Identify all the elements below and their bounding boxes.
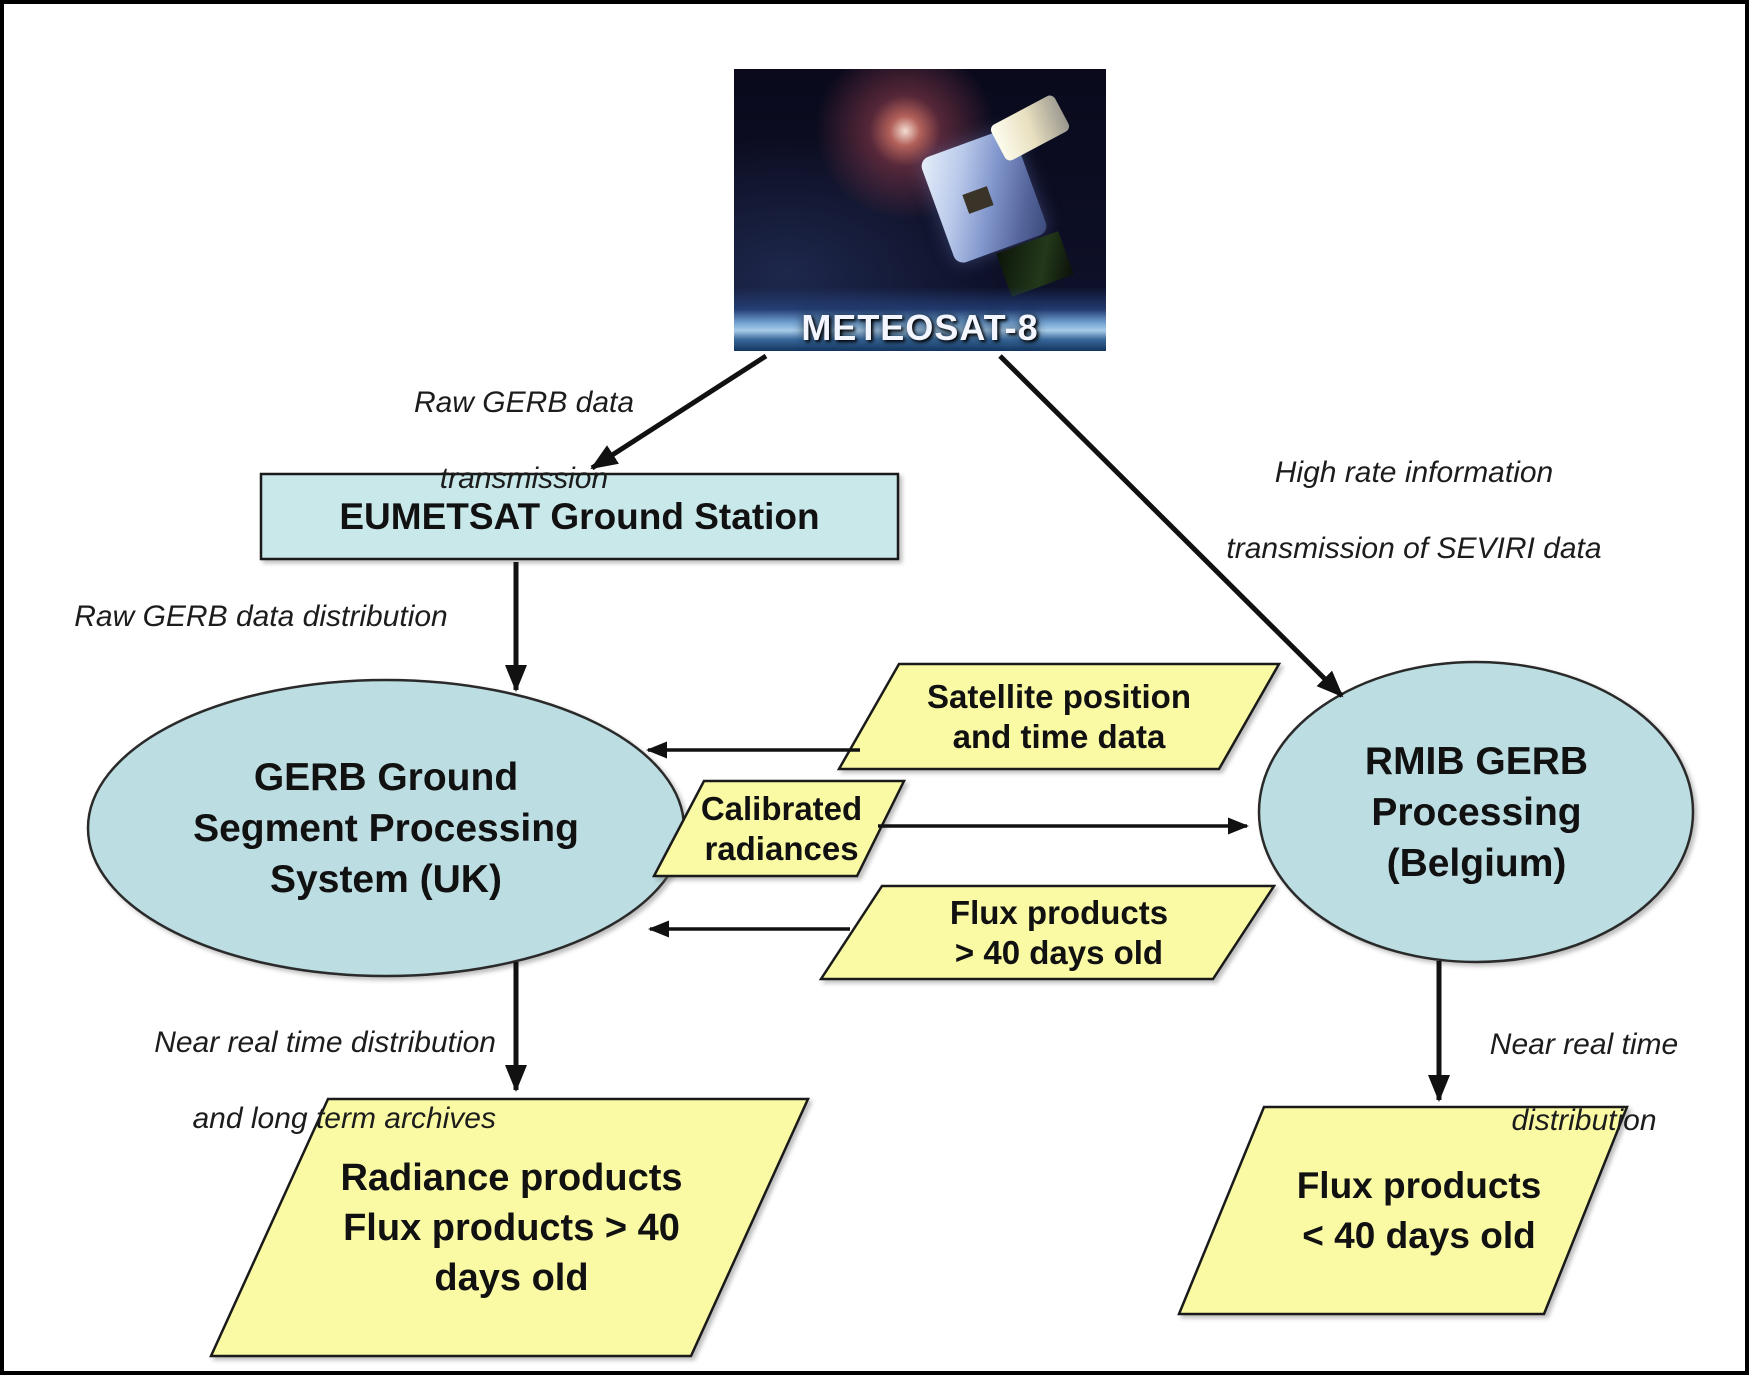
calibrated-radiances-label: Calibrated radiances [659, 781, 904, 876]
high-rate-transmission-label: High rate information transmission of SE… [1164, 416, 1664, 568]
radiance-line1: Radiance products [340, 1156, 683, 1199]
raw-gerb-distribution-label: Raw GERB data distribution [74, 600, 448, 633]
diagram-shapes-layer [86, 353, 1695, 1358]
flux-recent-line1: Flux products [1296, 1164, 1542, 1206]
near-real-time-right-label: Near real time distribution [1459, 988, 1709, 1140]
flux-recent-line2: < 40 days old [1302, 1214, 1536, 1256]
radiance-products-label: Radiance products Flux products > 40 day… [259, 1099, 764, 1356]
high-rate-line1: High rate information [1274, 456, 1554, 489]
gerb-segment-line2: Segment Processing [193, 806, 579, 850]
rmib-line2: Processing [1371, 790, 1582, 834]
eumetsat-ground-station-box [259, 472, 900, 561]
near-right-line2: distribution [1511, 1104, 1657, 1137]
raw-transmission-line2: transmission [439, 462, 609, 495]
radiance-line2: Flux products > 40 [343, 1206, 680, 1249]
rmib-gerb-processing-ellipse [1257, 660, 1695, 964]
satellite-position-line1: Satellite position [926, 677, 1192, 715]
radiance-products-parallelogram [209, 1097, 810, 1358]
arrow-satellite-to-ground-station [590, 353, 768, 471]
satellite-position-line2: and time data [952, 717, 1166, 755]
flux-products-old-label: Flux products > 40 days old [859, 886, 1259, 979]
flux-old-line2: > 40 days old [954, 933, 1164, 971]
calibrated-line1: Calibrated [700, 789, 863, 827]
gerb-segment-line3: System (UK) [270, 857, 502, 901]
calibrated-radiances-parallelogram [651, 779, 907, 878]
meteosat-satellite-image: METEOSAT-8 [734, 69, 1106, 351]
flux-old-line1: Flux products [949, 893, 1169, 931]
rmib-label: RMIB GERB Processing (Belgium) [1259, 662, 1694, 962]
flux-products-old-parallelogram [818, 884, 1277, 981]
high-rate-line2: transmission of SEVIRI data [1226, 532, 1602, 565]
rmib-line3: (Belgium) [1386, 841, 1567, 885]
near-right-line1: Near real time [1489, 1028, 1679, 1061]
near-left-line2: and long term archives [192, 1102, 497, 1135]
rmib-line1: RMIB GERB [1364, 739, 1589, 783]
satellite-position-label: Satellite position and time data [859, 664, 1259, 769]
arrow-satellite-to-rmib [998, 354, 1344, 698]
gerb-segment-line1: GERB Ground [253, 755, 519, 799]
flux-products-recent-parallelogram [1177, 1105, 1629, 1316]
satellite-name-label: METEOSAT-8 [801, 307, 1039, 348]
flux-products-recent-label: Flux products < 40 days old [1234, 1107, 1604, 1314]
gerb-ground-segment-label: GERB Ground Segment Processing System (U… [88, 680, 684, 976]
near-real-time-left-label: Near real time distribution and long ter… [59, 986, 496, 1138]
ground-station-label: EUMETSAT Ground Station [339, 495, 820, 537]
raw-transmission-line1: Raw GERB data [413, 386, 635, 419]
calibrated-line2: radiances [704, 829, 859, 867]
near-left-line1: Near real time distribution [154, 1026, 496, 1059]
radiance-line3: days old [434, 1256, 589, 1299]
earth-horizon-illustration [734, 287, 1106, 351]
raw-gerb-transmission-label: Raw GERB data transmission [359, 346, 689, 498]
satellite-position-parallelogram [836, 662, 1282, 771]
